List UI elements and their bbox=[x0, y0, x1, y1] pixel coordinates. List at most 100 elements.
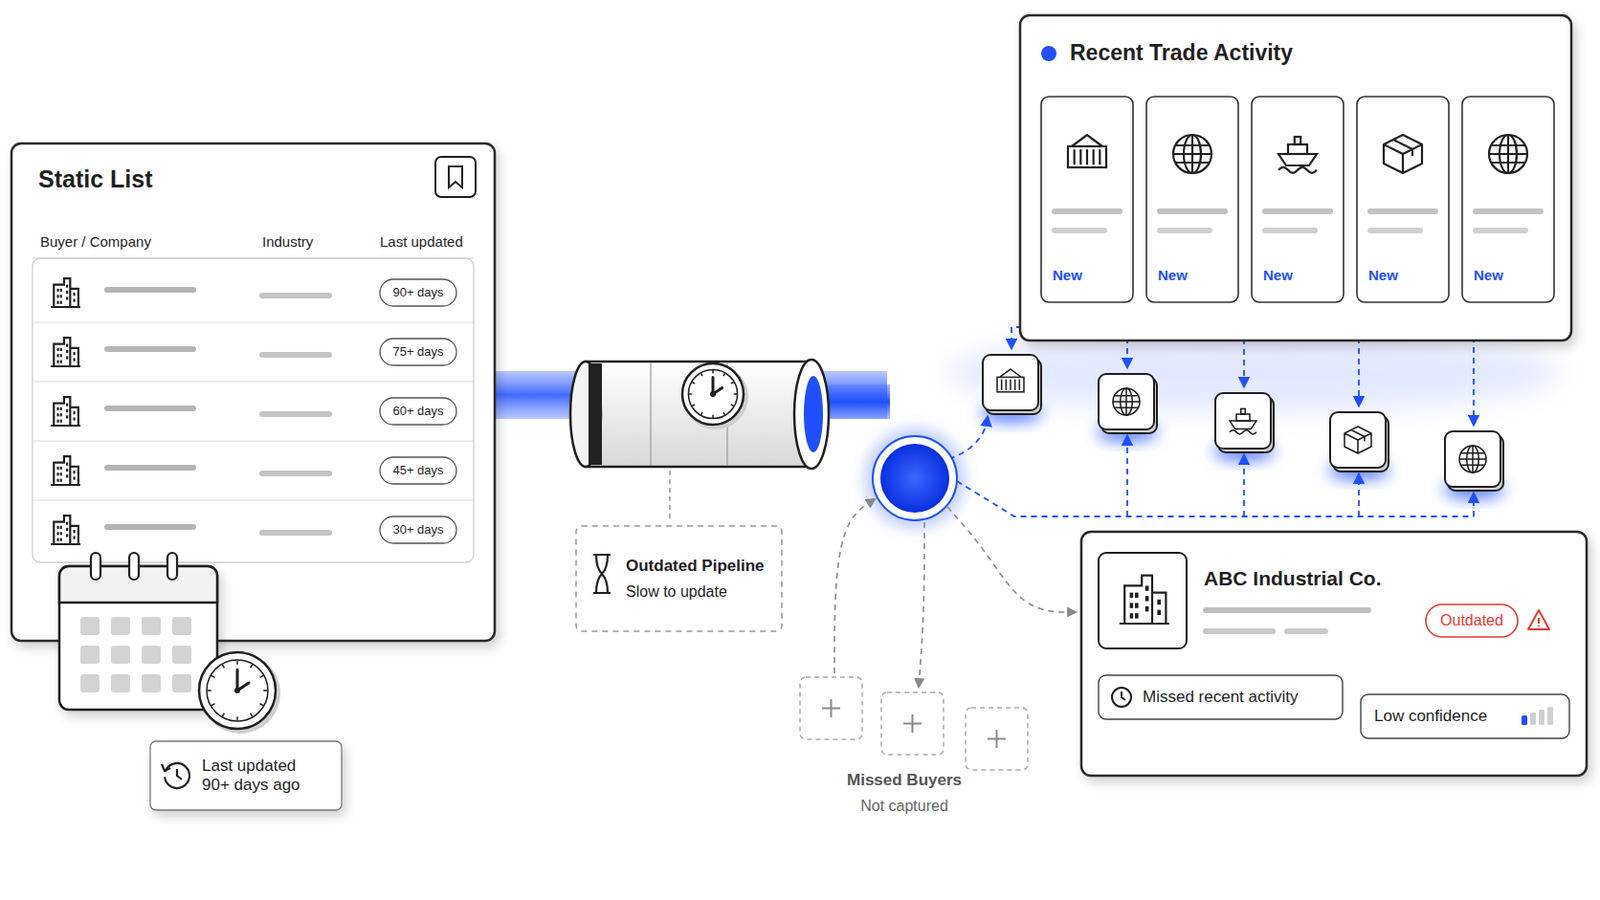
age-badge-shape bbox=[379, 398, 457, 425]
missed-arrow bbox=[918, 522, 925, 688]
hub-link bbox=[1126, 436, 1129, 517]
hub-link bbox=[1357, 474, 1360, 517]
plus-icon bbox=[822, 699, 841, 718]
new-tag: New bbox=[1052, 266, 1083, 285]
building-icon bbox=[50, 397, 81, 426]
placeholder-bar bbox=[262, 352, 330, 358]
building-icon bbox=[50, 337, 81, 367]
tile-icon bbox=[997, 369, 1024, 393]
note-text: Last updated 90+ days ago bbox=[201, 756, 327, 797]
clock-icon bbox=[199, 652, 281, 734]
hub-link bbox=[949, 417, 988, 460]
caption-label: Not captured bbox=[860, 798, 949, 816]
note-box: Last updated 90+ days ago bbox=[150, 741, 342, 811]
row-rule bbox=[32, 322, 474, 324]
placeholder-bar bbox=[107, 465, 194, 471]
confidence-bar bbox=[1547, 707, 1554, 726]
building-icon bbox=[50, 278, 81, 308]
column-header: Industry bbox=[262, 233, 313, 251]
activity-panel: Recent Trade ActivityNewNewNewNewNew bbox=[1020, 15, 1572, 341]
placeholder-bar bbox=[262, 470, 330, 477]
placeholder-bar bbox=[107, 346, 194, 353]
plus-icon bbox=[903, 714, 922, 734]
info-pill: Missed recent activity bbox=[1098, 675, 1343, 720]
activity-card-shape bbox=[1462, 96, 1555, 303]
confidence-bar bbox=[1521, 715, 1528, 726]
company-card-shape bbox=[1081, 532, 1587, 777]
signal-tile bbox=[982, 355, 1039, 411]
age-badge: 45+ days bbox=[379, 457, 457, 485]
activity-card: New bbox=[1146, 96, 1239, 303]
placeholder-bar bbox=[262, 411, 330, 418]
placeholder-bar bbox=[107, 524, 194, 531]
status-badge-shape bbox=[1425, 604, 1518, 638]
age-badge: 75+ days bbox=[379, 338, 457, 366]
placeholder-bar bbox=[1370, 208, 1436, 215]
bookmark-button bbox=[435, 156, 476, 198]
row-rule bbox=[32, 381, 474, 383]
new-tag: New bbox=[1473, 266, 1504, 285]
activity-card-shape bbox=[1041, 96, 1134, 303]
globe-icon bbox=[1459, 445, 1487, 473]
age-badge: 60+ days bbox=[379, 398, 457, 425]
globe-icon bbox=[1112, 388, 1140, 416]
row-rule bbox=[32, 500, 474, 502]
hub-link bbox=[1243, 455, 1245, 517]
hub-glow bbox=[865, 428, 965, 529]
clock-mini-hands bbox=[1121, 691, 1126, 701]
plus-icon bbox=[987, 730, 1006, 749]
tile-icon bbox=[1229, 408, 1257, 434]
activity-panel-shape bbox=[1020, 15, 1572, 341]
table-frame bbox=[32, 258, 474, 563]
callout-box-shape bbox=[576, 526, 782, 632]
activity-card: New bbox=[1356, 96, 1449, 303]
glow-layer bbox=[494, 334, 1560, 529]
age-badge-shape bbox=[379, 516, 457, 544]
globe-icon bbox=[1173, 134, 1212, 174]
age-badge-shape bbox=[379, 338, 457, 366]
leader-line bbox=[668, 470, 671, 523]
status-text: Outdated bbox=[1440, 611, 1504, 630]
icon-layer bbox=[50, 45, 1554, 789]
placeholder-bar bbox=[1054, 227, 1105, 234]
container-icon bbox=[1067, 134, 1107, 168]
hub-ring bbox=[872, 436, 957, 521]
ship-icon bbox=[1229, 408, 1257, 434]
confidence-bar bbox=[1538, 710, 1545, 726]
placeholder-bar bbox=[107, 405, 194, 412]
panel-title: Recent Trade Activity bbox=[1069, 40, 1293, 67]
age-badge-shape bbox=[379, 279, 457, 307]
globe-icon bbox=[1488, 134, 1528, 174]
badge-text: 90+ days bbox=[392, 285, 444, 301]
calendar-illustration bbox=[59, 553, 281, 734]
shape-layer bbox=[11, 15, 1587, 811]
panel-title: Static List bbox=[38, 164, 153, 194]
age-badge: 30+ days bbox=[379, 516, 457, 544]
placeholder-bar bbox=[1265, 208, 1331, 215]
missed-slot bbox=[800, 677, 863, 740]
badge-text: 60+ days bbox=[392, 403, 444, 420]
column-header: Last updated bbox=[379, 233, 464, 251]
bookmark-icon bbox=[448, 166, 463, 188]
company-name: ABC Industrial Co. bbox=[1203, 566, 1382, 591]
placeholder-bar bbox=[1159, 208, 1225, 215]
callout-title: Outdated Pipeline bbox=[625, 556, 765, 577]
callout-text: Slow to update bbox=[625, 582, 728, 601]
clock-icon bbox=[682, 363, 749, 430]
box-icon bbox=[1344, 426, 1372, 454]
placeholder-bar bbox=[1054, 208, 1120, 215]
new-tag: New bbox=[1263, 266, 1293, 285]
signal-tile bbox=[1330, 412, 1386, 468]
confidence-bar bbox=[1530, 712, 1536, 726]
age-badge: 90+ days bbox=[379, 279, 457, 307]
badge-text: 30+ days bbox=[392, 522, 444, 538]
new-tag: New bbox=[1368, 266, 1399, 285]
placeholder-bar bbox=[262, 530, 330, 536]
placeholder-bar bbox=[1265, 227, 1315, 234]
badge-text: 75+ days bbox=[392, 344, 444, 360]
logo-frame bbox=[1098, 553, 1187, 649]
company-arrow bbox=[947, 507, 1076, 613]
tile-icon bbox=[1112, 388, 1140, 416]
info-pill-shape bbox=[1098, 675, 1343, 720]
